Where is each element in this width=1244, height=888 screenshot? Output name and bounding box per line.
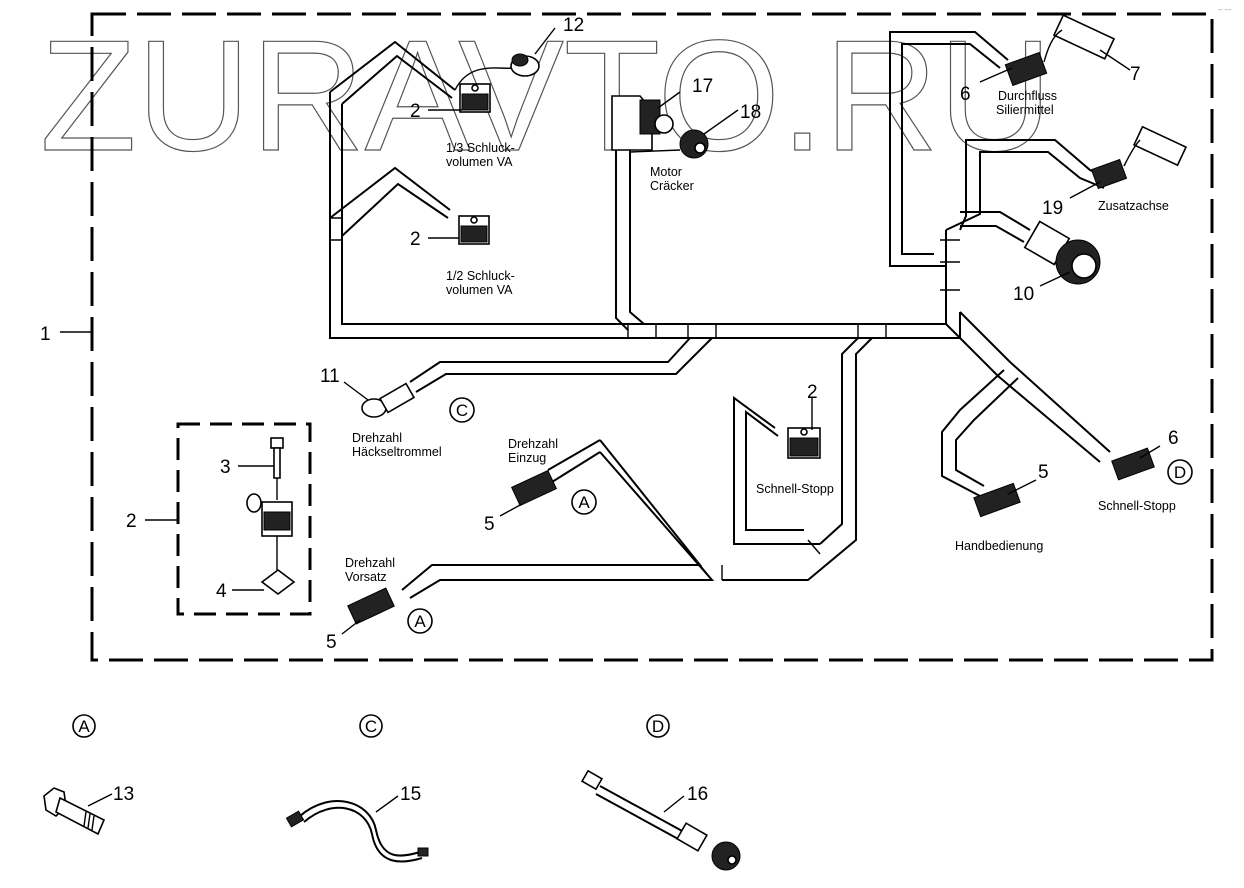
sensor-16: [580, 769, 741, 871]
label-schluck-1-3-line1: 1/3 Schluck-: [446, 141, 515, 155]
sensor-connector-11: [361, 382, 416, 418]
solenoid-connector-1-2: [458, 215, 490, 245]
connector-5-vorsatz: [347, 587, 395, 625]
connector-5-hand: [973, 482, 1021, 518]
label-motor-line2: Cräcker: [650, 179, 694, 193]
svg-text:A: A: [578, 493, 590, 512]
callout-15: 15: [400, 784, 421, 805]
detail-marker-a: A: [72, 714, 96, 738]
callout-1: 1: [40, 324, 51, 345]
label-schluck-1-2-line1: 1/2 Schluck-: [446, 269, 515, 283]
marker-c-haecksel: C: [449, 397, 475, 423]
callout-2-kit: 2: [126, 511, 137, 532]
connector-18: [629, 129, 709, 159]
label-zusatzachse: Zusatzachse: [1098, 199, 1169, 213]
callout-18: 18: [740, 102, 761, 123]
callout-13: 13: [113, 784, 134, 805]
label-motor-line1: Motor: [650, 165, 682, 179]
label-einzug-line2: Einzug: [508, 451, 546, 465]
svg-text:C: C: [365, 717, 377, 736]
label-schluck-1-3-line2: volumen VA: [446, 155, 513, 169]
label-schnell-stopp-left: Schnell-Stopp: [756, 482, 834, 496]
leader-lines: [60, 27, 1161, 813]
connector-5-einzug: [510, 469, 558, 507]
callout-7: 7: [1130, 64, 1141, 85]
solenoid-connector-schnell-stopp: [787, 427, 821, 459]
callout-2-mid: 2: [410, 229, 421, 250]
svg-text:D: D: [652, 717, 664, 736]
solenoid-kit-frame: [176, 422, 312, 616]
callout-17: 17: [692, 76, 713, 97]
solenoid-connector-1-3: [454, 67, 516, 113]
callout-5-hand: 5: [1038, 462, 1049, 483]
svg-text:A: A: [414, 612, 426, 631]
label-haecksel-line2: Häckseltrommel: [352, 445, 442, 459]
bolt-13: [43, 787, 106, 836]
callout-2-stop: 2: [807, 382, 818, 403]
callout-19: 19: [1042, 198, 1063, 219]
marker-d-stop: D: [1167, 459, 1193, 485]
connector-19-mate: [1123, 125, 1188, 167]
label-vorsatz-line2: Vorsatz: [345, 570, 387, 584]
callout-5-einzug: 5: [484, 514, 495, 535]
callout-5-vorsatz: 5: [326, 632, 337, 653]
connector-19: [1090, 158, 1128, 190]
kit-solenoid: [246, 437, 296, 595]
callout-11: 11: [320, 366, 340, 387]
connector-7: [1043, 14, 1116, 63]
elbow-connector-17: [611, 95, 674, 151]
plug-12: [510, 53, 540, 77]
callout-4: 4: [216, 581, 227, 602]
callout-16: 16: [687, 784, 708, 805]
detail-marker-d: D: [646, 714, 670, 738]
callout-12: 12: [563, 15, 584, 36]
cable-15: [285, 800, 429, 863]
svg-text:A: A: [78, 717, 90, 736]
label-haecksel-line1: Drehzahl: [352, 431, 402, 445]
callout-3: 3: [220, 457, 231, 478]
label-vorsatz-line1: Drehzahl: [345, 556, 395, 570]
callout-6-top: 6: [960, 84, 971, 105]
watermark: ZURAVTO.RU: [40, 8, 1052, 184]
svg-text:D: D: [1174, 463, 1186, 482]
label-handbedienung: Handbedienung: [955, 539, 1043, 553]
label-einzug-line1: Drehzahl: [508, 437, 558, 451]
connector-6-top: [1004, 51, 1048, 87]
marker-a-vorsatz: A: [407, 608, 433, 634]
corner-mark: -- ---: [1218, 7, 1232, 14]
main-assembly-frame: [90, 12, 1214, 662]
label-schnell-stopp-right: Schnell-Stopp: [1098, 499, 1176, 513]
detail-marker-c: C: [359, 714, 383, 738]
harness-trunk: [329, 31, 1111, 599]
svg-text:C: C: [456, 401, 468, 420]
callout-2-top: 2: [410, 101, 421, 122]
callout-6-stop: 6: [1168, 428, 1179, 449]
round-connector-10: [1023, 220, 1101, 285]
label-durchfluss-line1: Durchfluss: [998, 89, 1057, 103]
label-durchfluss-line2: Siliermittel: [996, 103, 1054, 117]
marker-a-einzug: A: [571, 489, 597, 515]
label-schluck-1-2-line2: volumen VA: [446, 283, 513, 297]
callout-10: 10: [1013, 284, 1034, 305]
